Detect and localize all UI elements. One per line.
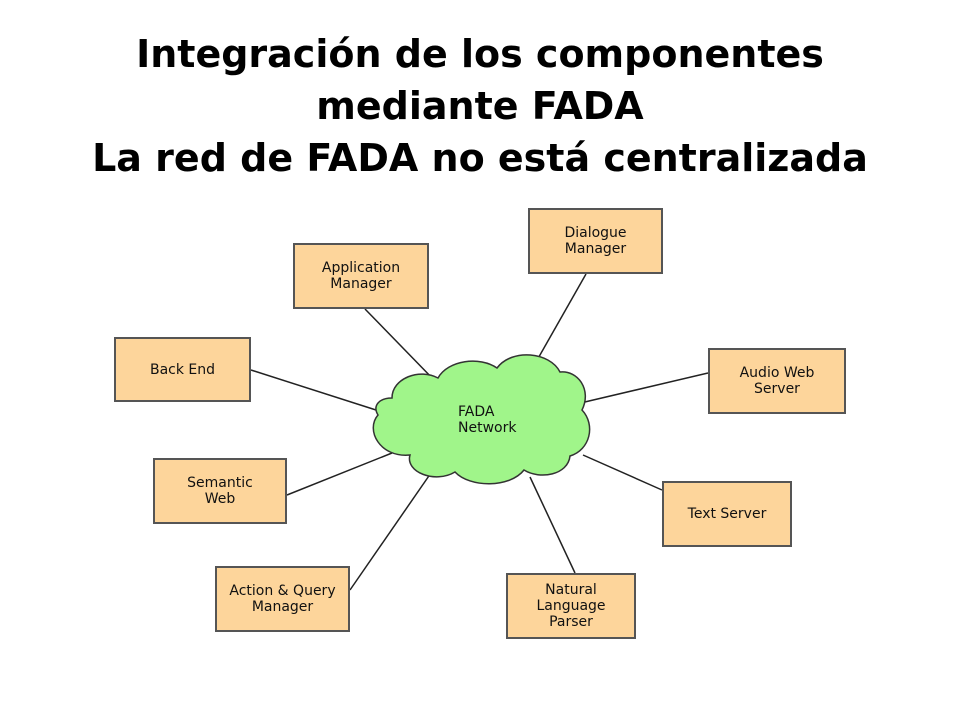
node-dialogue-manager: Dialogue Manager [528, 208, 663, 274]
node-application-manager: Application Manager [293, 243, 429, 309]
title-line-1: Integración de los componentes [136, 32, 824, 76]
connector-natural-language-parser [529, 476, 576, 574]
connector-dialogue-manager [535, 273, 587, 363]
node-text-server: Text Server [662, 481, 792, 547]
node-semantic-web: Semantic Web [153, 458, 287, 524]
fada-network-cloud [372, 354, 591, 485]
connector-semantic-web [286, 452, 393, 496]
fada-network-label: FADA Network [458, 404, 517, 436]
node-action-query-manager: Action & Query Manager [215, 566, 350, 632]
connector-application-manager [364, 308, 437, 383]
connector-lines [250, 273, 709, 591]
node-audio-web-server: Audio Web Server [708, 348, 846, 414]
connector-text-server [582, 454, 663, 491]
node-back-end: Back End [114, 337, 251, 402]
node-natural-language-parser: Natural Language Parser [506, 573, 636, 639]
slide-title: Integración de los componentes mediante … [0, 28, 960, 184]
connector-audio-web-server [571, 372, 709, 406]
connector-back-end [250, 369, 377, 411]
title-line-2: mediante FADA [316, 84, 644, 128]
title-line-3: La red de FADA no está centralizada [92, 136, 868, 180]
connector-action-query-manager [349, 469, 434, 591]
